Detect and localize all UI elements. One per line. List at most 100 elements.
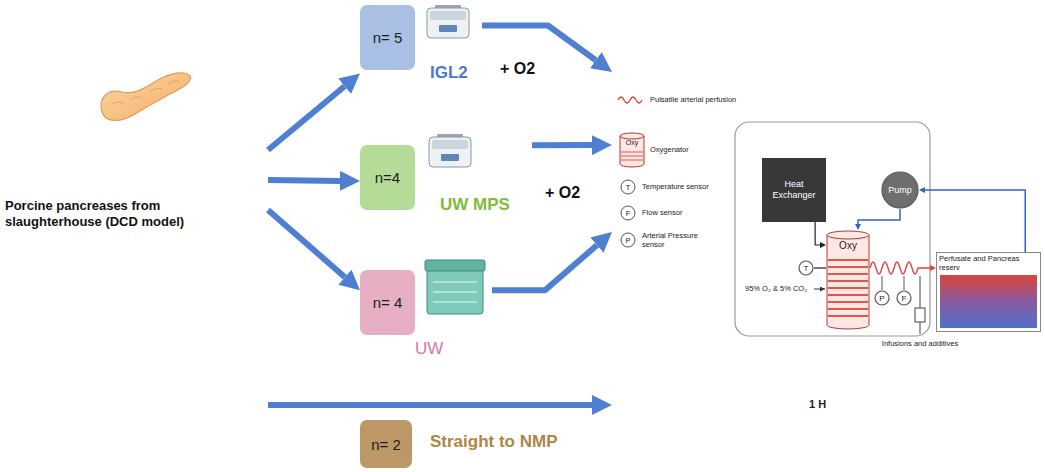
pancreas-illustration	[112, 81, 179, 104]
storage-bag-icon	[429, 134, 471, 167]
component-label: Oxy	[826, 239, 870, 252]
reservoir-box: Perfusate and Pancreas reserv	[936, 252, 1041, 332]
legend-samples	[620, 133, 644, 139]
legend-text: Arterial Pressure sensor	[642, 231, 698, 249]
flow-arrow	[492, 245, 597, 290]
perfusion-circuit-frame	[735, 122, 930, 336]
infusion-line	[915, 308, 925, 322]
component-label: Perfusate and Pancreas reserv	[939, 254, 1038, 272]
sample-size: n=4	[360, 145, 415, 210]
heat-exchanger-box: Heat Exchanger	[762, 158, 826, 222]
group-box: n= 2 Straight to NMP	[360, 418, 590, 470]
oxygenator-stripe	[828, 301, 868, 303]
sensor-stems	[882, 276, 904, 290]
sensor-circle-outline	[875, 291, 889, 305]
legend-sample-text: P	[621, 233, 635, 247]
storage-bag-icon	[427, 5, 469, 38]
legend-text: Pulsatile arterial perfusion	[650, 95, 736, 104]
legend-samples	[620, 136, 644, 167]
infusion-line	[920, 276, 921, 334]
cold-storage-box-icon	[425, 260, 485, 314]
legend-text: Flow sensor	[642, 208, 682, 217]
pump-circle-outline	[882, 172, 918, 208]
legend-samples	[618, 97, 642, 103]
sample-size: n= 5	[360, 5, 415, 70]
pulsatile-line	[870, 262, 930, 274]
source-label: Porcine pancreases from slaughterhouse (…	[5, 198, 220, 230]
perfusion-circuit-frame	[735, 122, 930, 336]
storage-bag-icon	[441, 154, 459, 161]
legend-samples	[621, 233, 635, 247]
perfusate-line	[858, 209, 900, 224]
cold-storage-box-icon	[433, 282, 477, 302]
legend-text: Temperature sensor	[642, 182, 709, 191]
sample-size: n= 2	[360, 420, 412, 468]
pancreas-illustration	[101, 73, 190, 121]
group-box: n= 5 IGL2	[360, 3, 482, 85]
heat-exchange-line	[815, 222, 820, 245]
sensor-letter: T	[798, 260, 814, 276]
oxygenator-cylinder: Oxy	[826, 230, 870, 330]
cold-storage-box-icon	[427, 268, 483, 314]
source-group: Porcine pancreases from slaughterhouse (…	[5, 60, 268, 410]
gas-mixture-label: 95% O₂ & 5% CO₂	[745, 284, 807, 294]
solution-name: IGL2	[430, 63, 468, 83]
legend-samples	[618, 97, 644, 247]
legend-entry: Flow sensor	[642, 208, 730, 217]
group-box: n=4 UW MPS	[360, 135, 532, 217]
storage-bag-icon	[432, 140, 468, 149]
sensor-circle: T	[798, 260, 814, 276]
duration-label: 1 H	[809, 398, 826, 410]
solution-name: UW MPS	[440, 195, 510, 215]
oxygenator-stripe	[828, 294, 868, 296]
component-label: Pump	[881, 171, 919, 209]
group-box: n= 4UW	[360, 255, 492, 361]
storage-bag-icon	[429, 137, 471, 167]
oxygenator-stripe	[828, 315, 868, 317]
sensor-circle: P	[874, 290, 890, 306]
oxygenator-top	[827, 231, 869, 239]
oxygenator-stripe	[828, 273, 868, 275]
component-label: Heat Exchanger	[764, 158, 824, 222]
infusion-label: Infusions and additives	[874, 339, 966, 349]
legend-text: Oxygenator	[650, 145, 689, 154]
pump-circle: Pump	[881, 171, 919, 209]
flow-arrow	[482, 26, 596, 61]
legend-samples	[621, 206, 635, 220]
legend-entry: Oxygenator	[650, 145, 732, 154]
gas-note: + O2	[545, 184, 580, 202]
sensor-line	[814, 267, 826, 268]
perfusate-bath	[940, 275, 1037, 328]
sensor-circle-outline	[897, 291, 911, 305]
oxygenator-stripe	[828, 287, 868, 289]
flow-arrow	[268, 210, 345, 277]
gas-inlet-arrow	[814, 289, 825, 290]
legend-sample-text: T	[621, 180, 635, 194]
oxygenator-stripe	[828, 280, 868, 282]
solution-name: UW	[415, 339, 443, 359]
storage-bag-icon	[427, 8, 469, 38]
route-name: Straight to NMP	[430, 432, 558, 452]
flow-arrow	[268, 402, 592, 408]
legend-sample-text: Oxy	[620, 137, 644, 148]
legend-samples	[621, 152, 643, 160]
legend-sample-text: F	[621, 206, 635, 220]
flow-arrow	[532, 142, 592, 148]
sample-size: n= 4	[360, 270, 415, 335]
flow-arrow	[268, 86, 345, 150]
legend-entry: Arterial Pressure sensor	[642, 231, 722, 249]
oxygenator-stripe	[828, 259, 868, 261]
sensor-letter: F	[896, 290, 912, 306]
return-line	[925, 190, 1025, 252]
legend-entry: Pulsatile arterial perfusion	[650, 95, 760, 104]
gas-note: + O2	[500, 60, 535, 78]
gas-inlet-arrow	[814, 289, 825, 290]
oxygenator-body	[827, 235, 869, 329]
reservoir-frame	[937, 253, 1041, 332]
storage-bag-icon	[439, 25, 457, 32]
flow-arrow	[268, 177, 340, 184]
cold-storage-box-icon	[425, 260, 485, 271]
sensor-circle-outline	[799, 261, 813, 275]
